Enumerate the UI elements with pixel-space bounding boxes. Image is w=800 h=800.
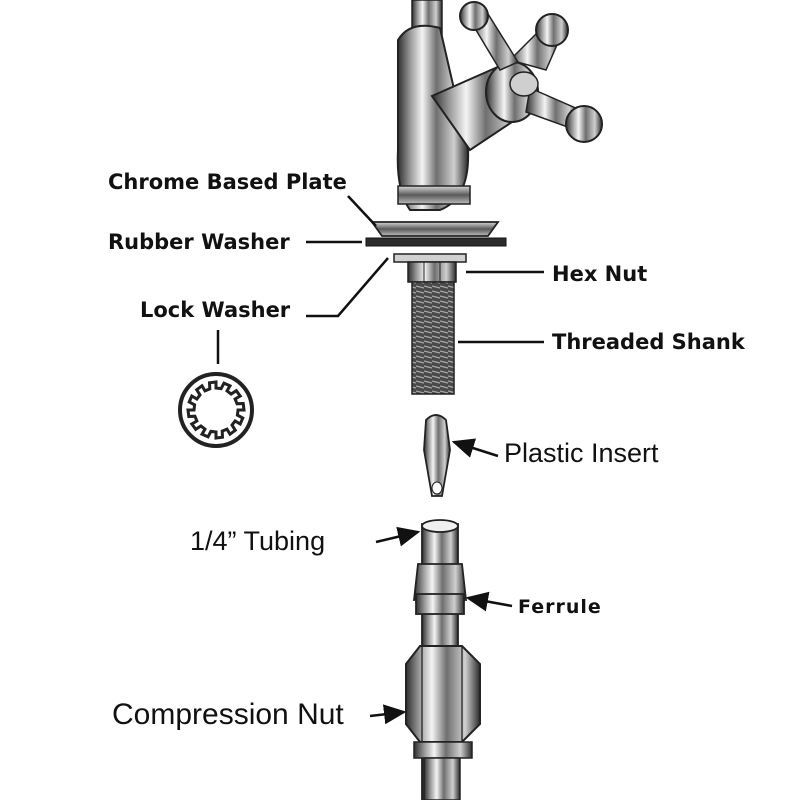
leader-tubing: [375, 526, 421, 547]
label-rubber-washer: Rubber Washer: [108, 230, 290, 254]
leader-ferrule: [465, 591, 513, 612]
hex-nut: [393, 253, 467, 283]
leader-chrome-plate: [347, 195, 377, 227]
lock-washer: [178, 372, 254, 448]
rubber-washer: [365, 237, 507, 247]
label-tubing: 1/4” Tubing: [190, 526, 326, 556]
leader-compression-nut: [369, 704, 407, 725]
label-threaded-shank: Threaded Shank: [552, 330, 745, 354]
ferrule: [412, 563, 468, 615]
label-compression-nut: Compression Nut: [112, 698, 344, 731]
label-hex-nut: Hex Nut: [552, 262, 648, 286]
leader-plastic-insert: [451, 438, 499, 458]
leader-lock-washer: [306, 257, 389, 318]
leader-lines: [216, 195, 544, 725]
faucet-body: [396, 0, 539, 211]
lock-washer-teeth: [186, 380, 246, 440]
label-plastic-insert: Plastic Insert: [504, 438, 659, 468]
label-chrome-based-plate: Chrome Based Plate: [108, 170, 347, 194]
chrome-plate: [370, 221, 500, 237]
compression-nut: [405, 645, 481, 800]
label-lock-washer: Lock Washer: [140, 298, 291, 322]
plastic-insert: [423, 414, 451, 497]
label-ferrule: Ferrule: [518, 596, 602, 618]
cross-handle: [459, 1, 603, 143]
threaded-shank: [411, 281, 455, 395]
